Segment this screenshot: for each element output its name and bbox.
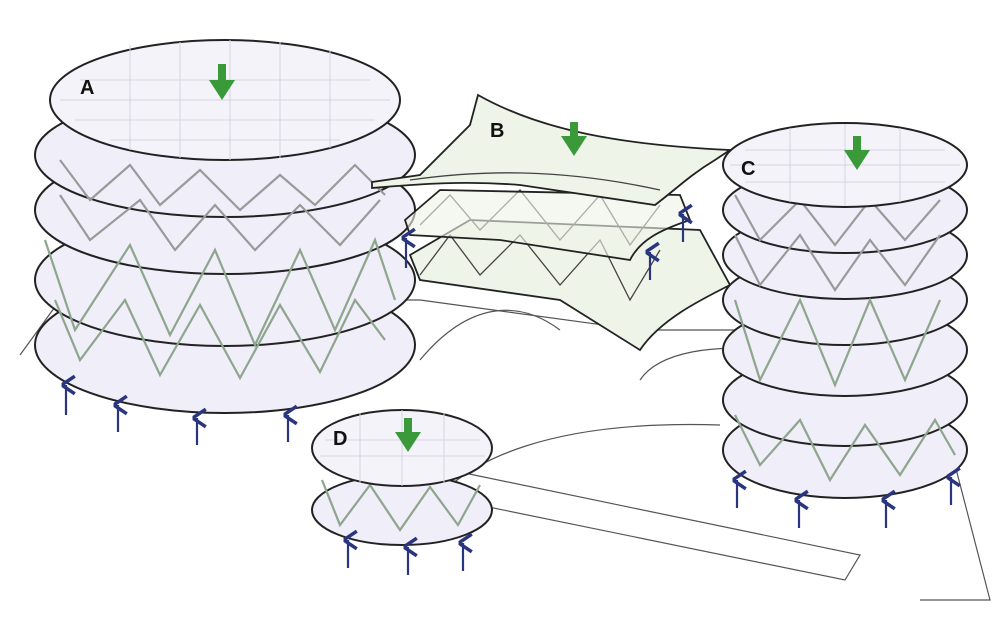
building-c: C <box>723 123 967 528</box>
building-c-label: C <box>741 158 755 180</box>
building-a-label: A <box>80 77 94 99</box>
building-d-label: D <box>333 428 347 450</box>
bridge-b-roof <box>372 95 730 205</box>
building-a: A <box>35 40 415 445</box>
bridge-b: B <box>372 95 730 350</box>
bridge-b-label: B <box>490 120 504 142</box>
building-d: D <box>312 410 492 575</box>
